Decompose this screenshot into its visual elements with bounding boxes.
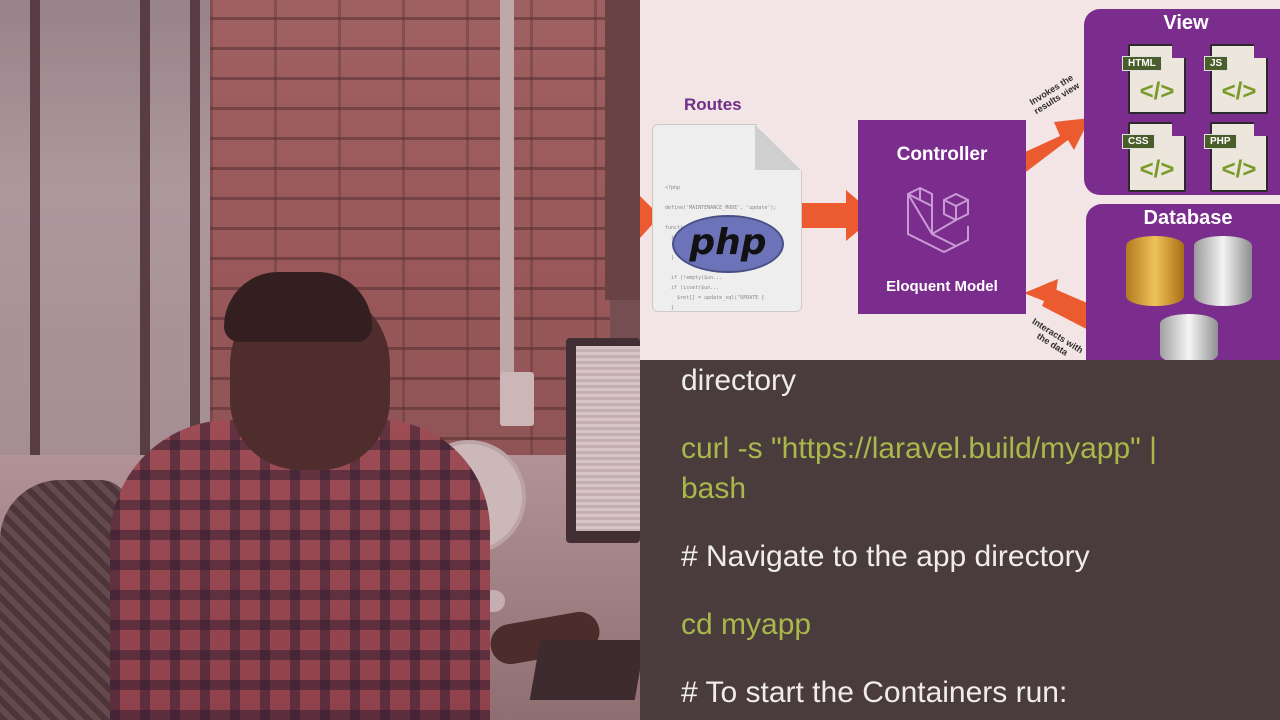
wall-pipe (500, 0, 514, 420)
js-file-icon: JS </> (1204, 44, 1268, 114)
file-fold (1254, 122, 1268, 136)
photo-tint (0, 0, 640, 720)
code-glyph: </> (1221, 156, 1257, 183)
css-file-icon: CSS </> (1122, 122, 1186, 192)
person-shirt (110, 420, 490, 720)
eloquent-model-title: Eloquent Model (886, 278, 998, 295)
code-glyph: </> (1221, 78, 1257, 105)
controller-box (858, 120, 1026, 314)
arrow-into-routes (640, 196, 660, 238)
computer-monitor (566, 338, 640, 543)
html-file-icon: HTML </> (1122, 44, 1186, 114)
file-fold (1172, 44, 1186, 58)
command-line: curl -s "https://laravel.build/myapp" | (681, 432, 1157, 465)
code-glyph: </> (1139, 156, 1175, 183)
file-tag: JS (1204, 56, 1229, 71)
routes-title: Routes (684, 95, 742, 114)
view-title: View (1163, 12, 1209, 34)
office-window (0, 0, 210, 470)
window-mullion (30, 0, 40, 470)
background-photo (0, 0, 640, 720)
file-tag: HTML (1122, 56, 1162, 71)
command-line: cd myapp (681, 608, 812, 641)
comment-line: # To start the Containers run: (681, 676, 1068, 709)
command-line: bash (681, 472, 747, 505)
arrow-routes-to-controller (788, 190, 876, 241)
database-silver-icon (1160, 314, 1218, 364)
database-title: Database (1143, 207, 1233, 229)
office-chair (0, 480, 130, 720)
wall-pillar (605, 0, 640, 300)
file-fold (1172, 122, 1186, 136)
code-glyph: </> (1139, 78, 1175, 105)
arrow-controller-to-view (1008, 118, 1090, 178)
window-mullion (140, 0, 150, 470)
comment-line: # Navigate to the app directory (681, 540, 1090, 573)
window-mullion (190, 0, 200, 470)
database-silver-icon (1194, 236, 1252, 306)
comment-line: directory (681, 364, 797, 397)
terminal-panel (640, 360, 1280, 720)
person-hair (224, 272, 372, 342)
file-fold (1254, 44, 1268, 58)
database-gold-icon (1126, 236, 1184, 306)
wall-outlet (500, 372, 534, 426)
php-logo: php (672, 215, 784, 273)
file-tag: PHP (1204, 134, 1237, 149)
monitor-screen (576, 346, 640, 531)
document-fold (755, 124, 800, 170)
laravel-logo-icon (906, 186, 969, 254)
file-tag: CSS (1122, 134, 1155, 149)
controller-title: Controller (896, 144, 988, 165)
php-file-icon: PHP </> (1204, 122, 1268, 192)
